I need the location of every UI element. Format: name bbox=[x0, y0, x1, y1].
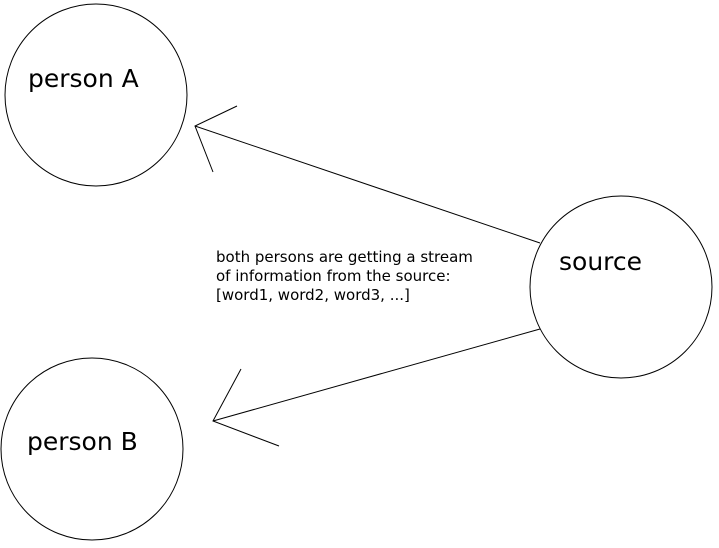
node-label-source: source bbox=[559, 247, 642, 276]
edge-source-to-person-a bbox=[194, 105, 541, 244]
node-circle bbox=[529, 195, 713, 379]
node-label-person-a: person A bbox=[28, 64, 139, 93]
node-circle bbox=[4, 3, 188, 187]
arrowhead-icon bbox=[212, 368, 280, 447]
node-circle bbox=[0, 357, 184, 541]
annotation-note: both persons are getting a stream of inf… bbox=[216, 248, 473, 304]
edge-source-to-person-b bbox=[212, 328, 541, 447]
node-person-b: person B bbox=[0, 357, 184, 541]
note-line: of information from the source: bbox=[216, 267, 451, 285]
node-label-person-b: person B bbox=[27, 427, 138, 456]
note-line: [word1, word2, word3, ...] bbox=[216, 286, 410, 304]
arrowhead-icon bbox=[194, 105, 238, 173]
edge-line bbox=[194, 125, 541, 244]
note-line: both persons are getting a stream bbox=[216, 248, 473, 266]
node-person-a: person A bbox=[4, 3, 188, 187]
node-source: source bbox=[529, 195, 713, 379]
edge-line bbox=[212, 328, 541, 422]
